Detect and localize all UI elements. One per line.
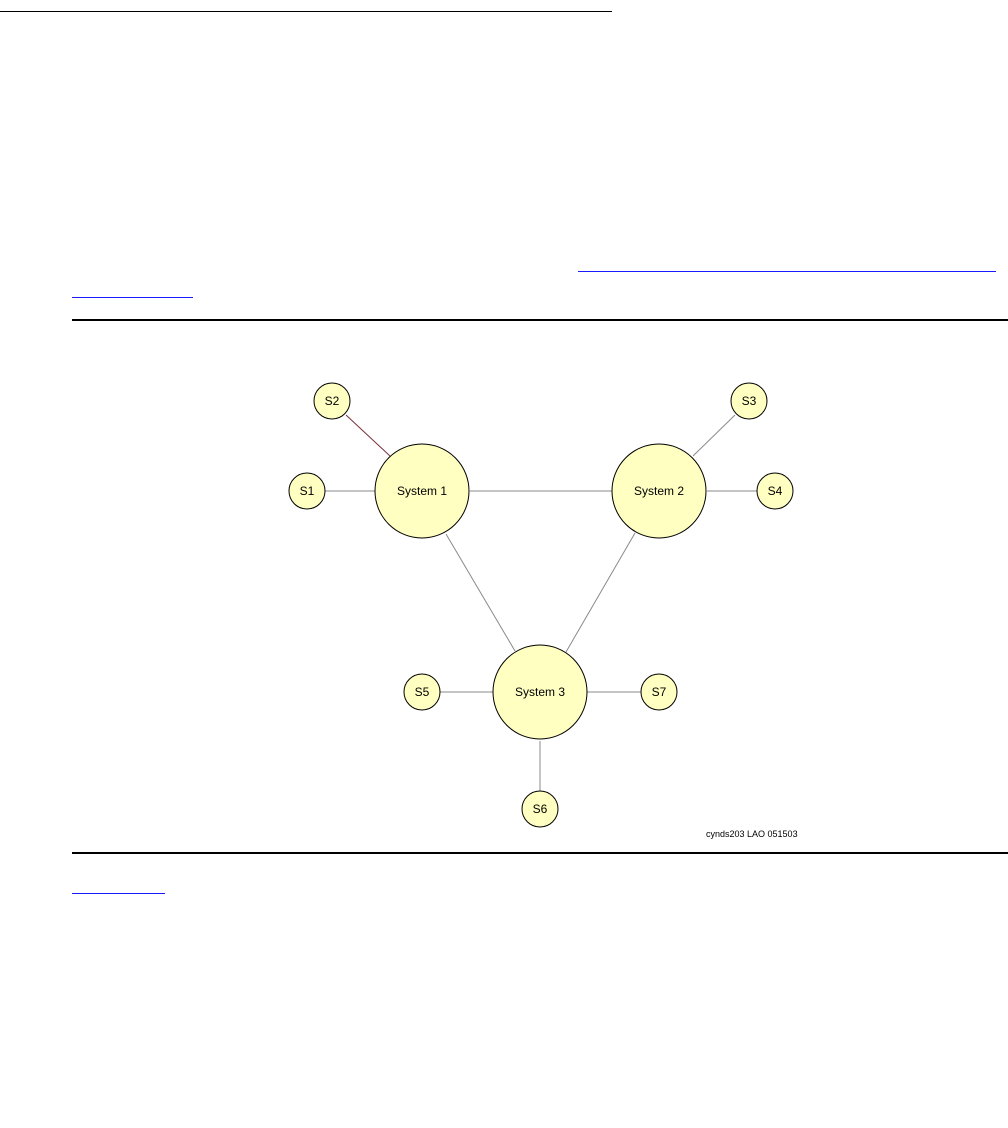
edge-system1-system3 [445,533,516,652]
node-s6: S6 [521,790,559,828]
node-system2-label: System 2 [634,484,684,498]
node-s4: S4 [756,472,794,510]
header-rule [0,11,612,12]
node-s7: S7 [640,673,678,711]
figure-credit: cynds203 LAO 051503 [706,829,798,839]
edge-system2-system3 [565,532,636,653]
node-system3-label: System 3 [515,685,565,699]
figure-top-rule [72,319,1008,321]
node-s3-label: S3 [742,394,757,408]
node-s1-label: S1 [300,484,315,498]
node-s4-label: S4 [768,484,783,498]
cross-reference-link[interactable] [578,271,996,272]
figure-bottom-rule [72,852,1008,854]
node-s5: S5 [403,673,441,711]
node-system1-label: System 1 [397,484,447,498]
node-system1: System 1 [374,443,470,539]
cross-reference-link-continued[interactable] [72,297,193,298]
node-s2-label: S2 [325,394,340,408]
node-s6-label: S6 [533,802,548,816]
figure-footnote-link[interactable] [72,893,165,894]
node-system3: System 3 [492,644,588,740]
node-s7-label: S7 [652,685,667,699]
node-s2: S2 [313,382,351,420]
node-system2: System 2 [611,443,707,539]
node-s5-label: S5 [415,685,430,699]
edge-s3-system2 [692,414,736,457]
edge-s2-system1 [345,414,391,457]
node-s3: S3 [730,382,768,420]
node-s1: S1 [288,472,326,510]
